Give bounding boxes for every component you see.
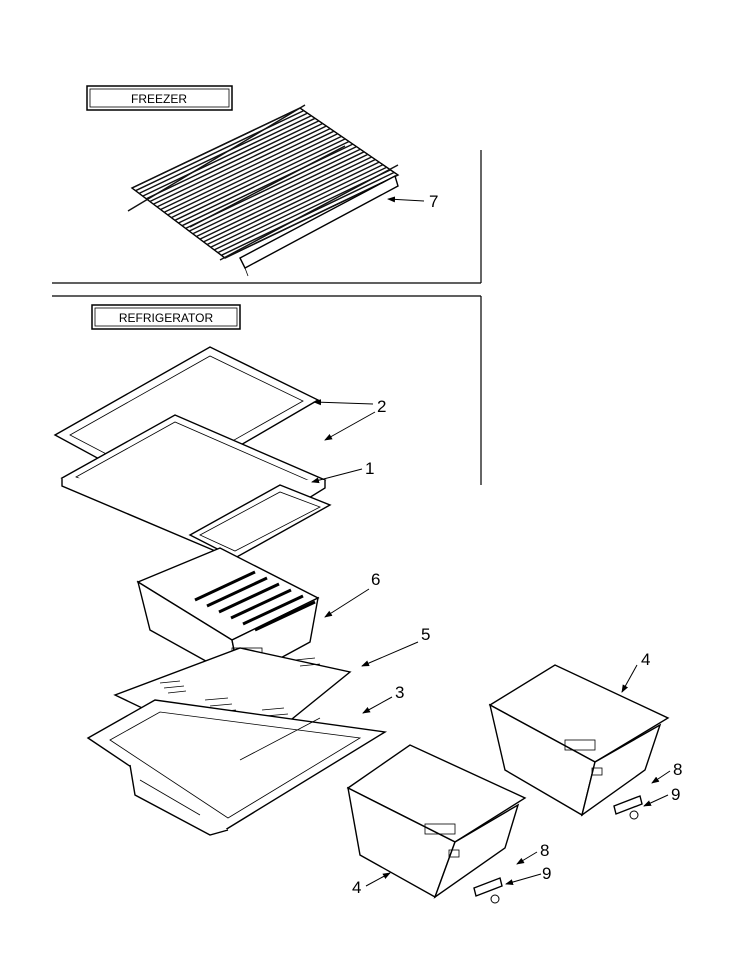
drawer-slot <box>242 594 304 626</box>
wire-bar <box>160 127 331 211</box>
callout-2: 2 <box>377 397 386 416</box>
callout-9-bottom: 9 <box>542 864 551 883</box>
section-dividers <box>52 150 482 485</box>
callout-1: 1 <box>365 459 374 478</box>
wire-bar <box>224 174 399 259</box>
wire-bar <box>188 148 361 232</box>
wire-bar <box>174 138 346 221</box>
callout-7: 7 <box>429 192 438 211</box>
wire-bar <box>178 140 350 224</box>
wire-bar <box>167 133 338 216</box>
wire-bar <box>156 125 327 208</box>
refrigerator-header: REFRIGERATOR <box>91 304 241 330</box>
wire-bar <box>196 153 369 238</box>
freezer-label: FREEZER <box>131 92 187 106</box>
drawer-brackets <box>473 795 643 904</box>
crisper-drawer-left <box>346 744 527 899</box>
wire-bar <box>153 122 323 205</box>
wire-bar <box>192 151 365 235</box>
wire-bar <box>142 115 312 197</box>
callout-labels: 7 2 1 6 5 3 4 8 9 8 9 4 <box>352 192 682 897</box>
freezer-wire-shelf <box>127 104 400 277</box>
wire-bar <box>206 161 380 246</box>
callout-9-top: 9 <box>671 785 680 804</box>
drawer-slot <box>194 570 256 602</box>
wire-bar <box>131 107 301 189</box>
callout-3: 3 <box>395 683 404 702</box>
wire-bar <box>163 130 335 213</box>
wire-bar <box>135 109 305 192</box>
drawer-slot <box>218 582 280 614</box>
callout-8-bottom: 8 <box>540 841 549 860</box>
wire-bar <box>213 166 387 251</box>
callout-8-top: 8 <box>673 760 682 779</box>
wire-bar <box>181 143 354 227</box>
callout-6: 6 <box>371 570 380 589</box>
wire-bar <box>149 120 320 203</box>
wire-bar <box>199 156 372 240</box>
drawer-slot <box>254 600 316 632</box>
wire-bar <box>210 164 384 248</box>
drawer-slot <box>206 576 268 608</box>
wire-bar <box>146 117 316 200</box>
drawer-slot <box>230 588 292 620</box>
crisper-shelf-frame <box>86 699 388 836</box>
refrigerator-label: REFRIGERATOR <box>119 311 214 325</box>
freezer-header: FREEZER <box>86 85 233 111</box>
callout-5: 5 <box>421 625 430 644</box>
callout-4-top: 4 <box>641 650 650 669</box>
crisper-drawer-right <box>488 664 670 817</box>
wire-bar <box>171 135 342 219</box>
leader-lines <box>311 196 671 887</box>
wire-bar <box>203 158 376 243</box>
callout-4-bottom: 4 <box>352 878 361 897</box>
